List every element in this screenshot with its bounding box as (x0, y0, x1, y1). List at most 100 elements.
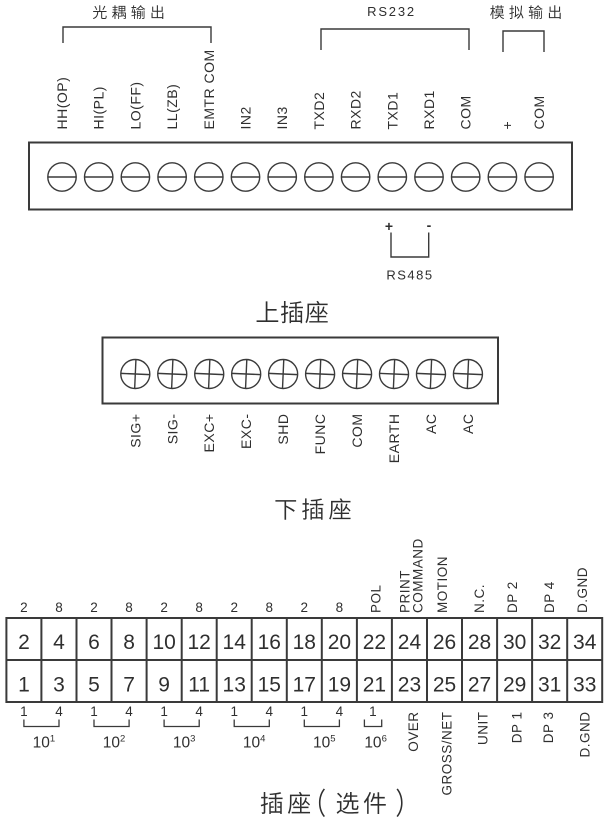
svg-text:EARTH: EARTH (386, 414, 402, 464)
svg-text:HH(OP): HH(OP) (54, 77, 70, 130)
svg-text:OVER: OVER (406, 712, 421, 752)
svg-text:HI(PL): HI(PL) (91, 86, 107, 129)
svg-text:26: 26 (433, 631, 456, 654)
svg-text:104: 104 (243, 733, 266, 751)
svg-text:2: 2 (90, 600, 98, 615)
svg-text:103: 103 (173, 733, 196, 751)
svg-text:UNIT: UNIT (476, 712, 491, 746)
svg-text:2: 2 (20, 600, 28, 615)
svg-text:28: 28 (468, 631, 491, 654)
svg-text:1: 1 (20, 704, 28, 719)
svg-text:22: 22 (363, 631, 386, 654)
svg-text:2: 2 (160, 600, 168, 615)
svg-text:GROSS/NET: GROSS/NET (440, 712, 455, 796)
svg-text:DP 1: DP 1 (510, 712, 525, 744)
svg-text:33: 33 (573, 673, 596, 696)
svg-text:TXD2: TXD2 (311, 92, 327, 130)
svg-text:RXD2: RXD2 (348, 90, 364, 129)
svg-text:TXD1: TXD1 (384, 92, 400, 130)
svg-text:34: 34 (573, 631, 597, 654)
svg-text:106: 106 (364, 733, 387, 751)
svg-text:4: 4 (55, 704, 63, 719)
svg-text:8: 8 (125, 600, 133, 615)
svg-text:13: 13 (223, 673, 246, 696)
svg-text:8: 8 (123, 631, 135, 654)
svg-text:12: 12 (188, 631, 211, 654)
svg-text:4: 4 (125, 704, 133, 719)
svg-text:LO(FF): LO(FF) (127, 81, 143, 129)
svg-text:20: 20 (328, 631, 351, 654)
svg-text:16: 16 (258, 631, 281, 654)
svg-text:1: 1 (230, 704, 238, 719)
svg-text:2: 2 (301, 600, 309, 615)
svg-text:COM: COM (349, 414, 365, 448)
svg-text:11: 11 (188, 673, 210, 696)
svg-text:19: 19 (328, 673, 351, 696)
svg-text:EMTR COM: EMTR COM (201, 49, 217, 129)
svg-text:29: 29 (503, 673, 526, 696)
svg-text:102: 102 (103, 733, 126, 751)
svg-text:PRINT: PRINT (397, 570, 412, 613)
svg-text:1: 1 (369, 704, 377, 719)
svg-text:RXD1: RXD1 (421, 90, 437, 129)
svg-text:9: 9 (158, 673, 170, 696)
svg-text:8: 8 (195, 600, 203, 615)
svg-text:IN3: IN3 (274, 106, 290, 129)
svg-text:105: 105 (313, 733, 336, 751)
svg-text:N.C.: N.C. (472, 584, 487, 613)
svg-text:17: 17 (293, 673, 316, 696)
svg-text:D.GND: D.GND (578, 712, 593, 758)
svg-text:DP 3: DP 3 (541, 712, 556, 744)
svg-text:21: 21 (363, 673, 386, 696)
svg-text:DP 2: DP 2 (505, 581, 520, 613)
svg-text:COM: COM (458, 95, 474, 129)
svg-text:23: 23 (398, 673, 421, 696)
svg-text:SIG-: SIG- (164, 414, 180, 445)
svg-text:-: - (427, 217, 432, 233)
svg-text:27: 27 (468, 673, 491, 696)
svg-text:FUNC: FUNC (312, 414, 328, 455)
svg-text:2: 2 (18, 631, 30, 654)
svg-text:1: 1 (90, 704, 98, 719)
svg-text:6: 6 (88, 631, 100, 654)
svg-text:AC: AC (423, 414, 439, 434)
svg-text:8: 8 (55, 600, 63, 615)
svg-text:LL(ZB): LL(ZB) (164, 84, 180, 130)
svg-text:5: 5 (88, 673, 100, 696)
svg-text:RS232: RS232 (367, 4, 416, 19)
svg-text:1: 1 (160, 704, 168, 719)
svg-text:4: 4 (53, 631, 65, 654)
svg-text:COMMAND: COMMAND (410, 538, 425, 613)
svg-text:RS485: RS485 (386, 268, 433, 283)
svg-text:3: 3 (53, 673, 65, 696)
svg-text:15: 15 (258, 673, 281, 696)
svg-text:25: 25 (433, 673, 456, 696)
svg-text:1: 1 (301, 704, 309, 719)
svg-text:24: 24 (398, 631, 422, 654)
svg-text:30: 30 (503, 631, 526, 654)
svg-text:2: 2 (230, 600, 238, 615)
svg-text:EXC-: EXC- (238, 414, 254, 449)
svg-text:IN2: IN2 (238, 106, 254, 129)
svg-text:8: 8 (266, 600, 274, 615)
svg-text:32: 32 (538, 631, 561, 654)
svg-text:MOTION: MOTION (435, 556, 450, 613)
svg-text:DP 4: DP 4 (542, 581, 557, 613)
svg-text:4: 4 (195, 704, 203, 719)
svg-text:8: 8 (336, 600, 344, 615)
svg-text:14: 14 (223, 631, 247, 654)
svg-text:10: 10 (152, 631, 175, 654)
svg-text:+: + (385, 218, 393, 234)
svg-text:101: 101 (33, 733, 56, 751)
svg-text:31: 31 (538, 673, 561, 696)
svg-text:7: 7 (123, 673, 135, 696)
svg-text:POL: POL (368, 584, 383, 613)
svg-text:AC: AC (460, 414, 476, 434)
svg-text:1: 1 (18, 673, 30, 696)
svg-text:4: 4 (266, 704, 274, 719)
svg-text:+: + (499, 121, 515, 130)
svg-text:EXC+: EXC+ (201, 414, 217, 453)
svg-text:18: 18 (293, 631, 316, 654)
svg-text:4: 4 (336, 704, 344, 719)
svg-text:SHD: SHD (275, 414, 291, 445)
